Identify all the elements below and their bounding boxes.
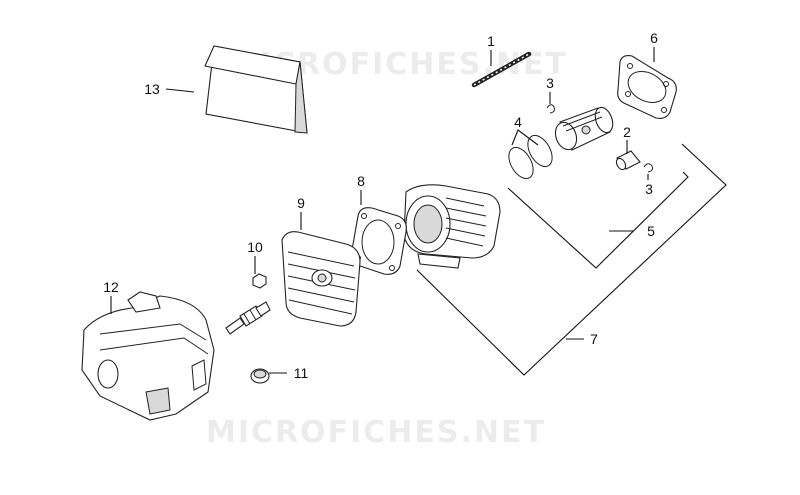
part-spark-plug [225,301,271,335]
callout-10: 10 [247,239,263,255]
part-cylinder [403,184,501,269]
leader-4 [511,129,539,146]
callout-13: 13 [144,81,160,97]
callout-3-upper: 3 [546,75,554,91]
callout-1: 1 [487,33,495,49]
part-1-stud [471,51,532,88]
callout-3-lower: 3 [645,181,653,197]
bracket-kit-5 [507,171,689,269]
callout-6: 6 [650,30,658,46]
callout-12: 12 [103,279,119,295]
part-9-cylinder-head [281,231,361,327]
callout-7: 7 [590,331,598,347]
part-13-manual-pouch [204,45,308,134]
callout-11: 11 [294,365,309,381]
callout-2: 2 [623,124,631,140]
part-2-piston-pin [615,150,641,171]
part-11-bolt [250,368,270,384]
part-8-gasket [351,207,407,275]
part-piston [554,106,614,151]
part-3-circlip-lower [643,163,653,173]
bracket-kit-7 [416,143,727,376]
part-4-piston-rings [508,134,553,180]
part-10-nut [252,273,267,289]
leader-13 [165,88,195,93]
callout-5: 5 [647,223,655,239]
callout-8: 8 [357,173,365,189]
watermark-bottom: MICROFICHES.NET [206,415,546,450]
callout-4: 4 [514,114,522,130]
part-6-gasket [617,55,677,119]
part-12-cover [81,291,215,421]
part-3-circlip-upper [546,104,555,114]
callout-9: 9 [297,195,305,211]
